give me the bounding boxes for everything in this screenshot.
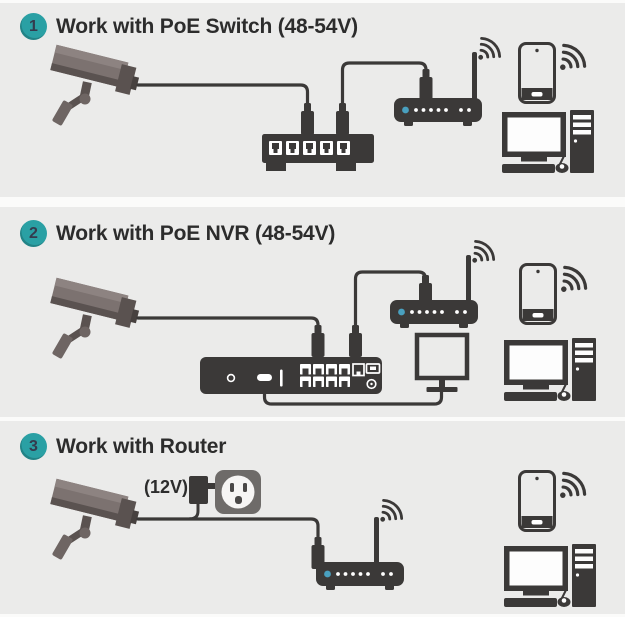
camera-to-switch-cable [136,83,310,106]
step-3-badge: 3 [20,433,47,460]
rj45-plug-icon [336,103,349,135]
power-port [366,378,377,390]
wifi-signal-icon [548,467,591,510]
usb-port [365,363,381,374]
camera-to-nvr-cable [136,316,320,327]
audio-port [226,373,236,383]
desktop-computer-icon [503,337,597,402]
router-antenna [472,52,477,100]
wall-outlet-icon [215,470,261,514]
section-1-header: 1 Work with PoE Switch (48-54V) [20,13,358,40]
step-2-badge: 2 [20,220,47,247]
router-antenna [466,255,471,303]
hdmi-monitor-icon [414,332,470,392]
smartphone-icon [518,470,556,532]
smartphone-icon [518,42,556,104]
security-camera-icon [49,277,142,360]
wifi-router-icon [394,98,482,126]
rj45-plug-icon [349,325,362,357]
poe-switch-icon [262,134,374,171]
section-2-header: 2 Work with PoE NVR (48-54V) [20,220,335,247]
rj45-plug-icon [311,325,325,357]
desktop-computer-icon [503,543,597,608]
section-3-header: 3 Work with Router [20,433,226,460]
desktop-computer-icon [501,109,595,174]
hdmi-port [257,374,272,381]
security-camera-icon [49,44,142,127]
nvr-poe-ports [300,364,350,387]
section-3-title: Work with Router [56,434,227,458]
wifi-signal-icon [548,39,591,82]
section-3-diagram [49,467,597,608]
switch-ports [269,141,350,155]
step-1-badge: 1 [20,13,47,40]
camera-to-router-cable [136,517,320,540]
section-2-diagram [49,236,597,406]
power-voltage-label: (12V) [143,477,188,497]
wifi-signal-icon [549,261,592,304]
smartphone-icon [519,263,557,325]
wifi-router-icon [316,562,404,590]
router-antenna [374,517,379,564]
wifi-router-icon [390,300,478,328]
section-2-title: Work with PoE NVR (48-54V) [56,221,336,245]
power-adapter-icon [188,476,218,521]
rj45-plug-icon [419,69,433,101]
nvr-to-monitor-cable [262,386,444,406]
lan-port [352,363,365,377]
section-1-title: Work with PoE Switch (48-54V) [56,14,358,38]
switch-to-router-cable [340,61,428,106]
poe-nvr-icon [200,357,382,394]
adapter-power-cable [188,500,200,521]
rj45-plug-icon [301,103,314,135]
section-1-diagram [49,33,595,174]
